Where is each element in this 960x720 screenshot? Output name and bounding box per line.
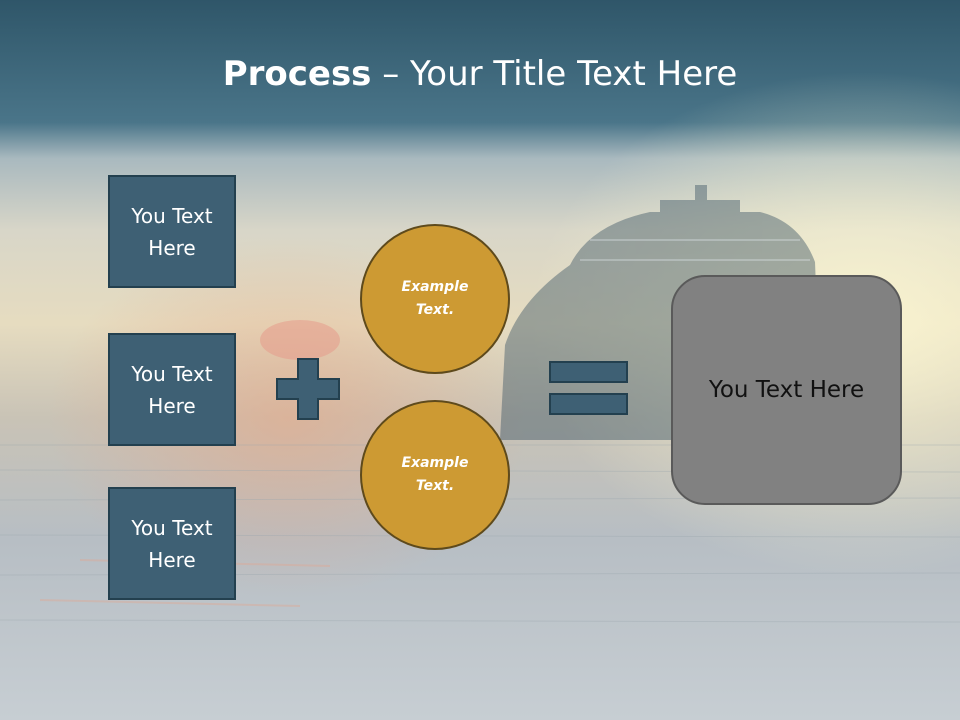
result-box: You Text Here xyxy=(671,275,902,505)
title-bold: Process xyxy=(222,54,372,94)
example-circle-1: Example Text. xyxy=(360,224,510,374)
equals-icon xyxy=(549,361,628,415)
input-box-1: You Text Here xyxy=(108,175,236,288)
input-box-2: You Text Here xyxy=(108,333,236,446)
input-box-3: You Text Here xyxy=(108,487,236,600)
page-title: Process – Your Title Text Here xyxy=(0,50,960,98)
example-circle-2: Example Text. xyxy=(360,400,510,550)
title-rest: – Your Title Text Here xyxy=(371,54,738,94)
plus-icon xyxy=(276,358,340,420)
